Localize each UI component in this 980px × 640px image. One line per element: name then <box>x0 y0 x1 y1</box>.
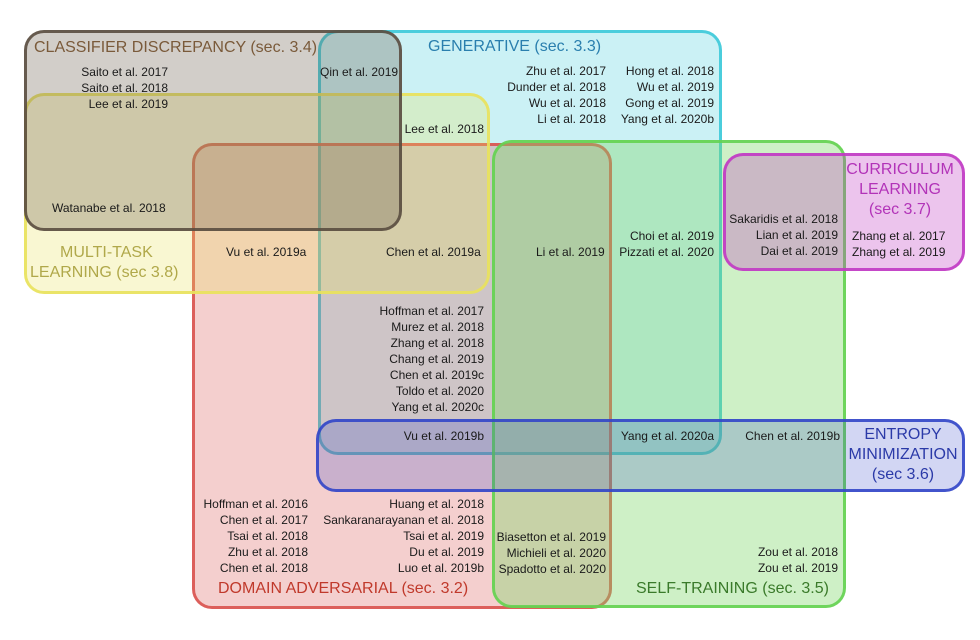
ref-classifier-multitask: Watanabe et al. 2018 <box>52 201 166 215</box>
ref-item: Dai et al. 2019 <box>760 244 838 258</box>
ref-selftraining-entropy: Chen et al. 2019b <box>745 429 840 443</box>
refs-generative-selftraining: Choi et al. 2019 Pizzati et al. 2020 <box>600 228 714 260</box>
refs-domain-only: Hoffman et al. 2016 Chen et al. 2017 Tsa… <box>190 496 308 576</box>
ref-item: Sankaranarayanan et al. 2018 <box>323 513 484 527</box>
title-classifier-discrepancy: CLASSIFIER DISCREPANCY (sec. 3.4) <box>34 39 318 56</box>
ref-item: Yang et al. 2020c <box>391 400 484 414</box>
ref-item: Biasetton et al. 2019 <box>496 530 606 544</box>
ref-item: Luo et al. 2019b <box>397 561 484 575</box>
ref-generative-domain-selftraining: Li et al. 2019 <box>536 245 605 259</box>
ref-item: Tsai et al. 2019 <box>403 529 484 543</box>
title-multi-task-line1: MULTI-TASK <box>60 244 153 261</box>
region-self-training <box>492 140 846 608</box>
ref-item: Zhang et al. 2017 <box>852 229 946 243</box>
title-domain-adversarial: DOMAIN ADVERSARIAL (sec. 3.2) <box>218 580 469 597</box>
title-curriculum-line1: CURRICULUM <box>846 161 954 178</box>
title-curriculum-line2: LEARNING <box>859 181 941 198</box>
ref-item: Michieli et al. 2020 <box>506 546 606 560</box>
ref-item: Huang et al. 2018 <box>389 497 484 511</box>
ref-item: Lian et al. 2019 <box>755 228 838 242</box>
title-curriculum: CURRICULUM LEARNING (sec 3.7) <box>840 160 960 220</box>
ref-item: Chen et al. 2019c <box>389 368 484 382</box>
ref-classifier-generative: Qin et al. 2019 <box>320 65 399 79</box>
refs-domain-col2: Huang et al. 2018 Sankaranarayanan et al… <box>316 496 484 576</box>
ref-generative-multitask: Lee et al. 2018 <box>404 122 484 136</box>
ref-item: Saito et al. 2017 <box>81 65 168 79</box>
ref-item: Chen et al. 2017 <box>219 513 308 527</box>
ref-item: Pizzati et al. 2020 <box>619 245 714 259</box>
ref-item: Gong et al. 2019 <box>625 96 714 110</box>
title-self-training: SELF-TRAINING (sec. 3.5) <box>636 580 829 597</box>
title-entropy: ENTROPY MINIMIZATION (sec 3.6) <box>838 425 968 485</box>
ref-item: Zou et al. 2018 <box>757 545 838 559</box>
region-classifier-discrepancy <box>24 30 402 231</box>
refs-generative-domain: Hoffman et al. 2017 Murez et al. 2018 Zh… <box>340 303 484 415</box>
ref-item: Zou et al. 2019 <box>757 561 838 575</box>
ref-item: Spadotto et al. 2020 <box>498 562 606 576</box>
region-entropy <box>316 419 965 492</box>
refs-generative-col2: Hong et al. 2018 Wu et al. 2019 Gong et … <box>600 63 714 127</box>
ref-item: Chang et al. 2019 <box>389 352 484 366</box>
ref-item: Toldo et al. 2020 <box>395 384 484 398</box>
ref-item: Chen et al. 2018 <box>219 561 308 575</box>
ref-item: Du et al. 2019 <box>409 545 484 559</box>
ref-item: Hong et al. 2018 <box>625 64 714 78</box>
ref-item: Yang et al. 2020b <box>620 112 714 126</box>
title-multi-task-line2: LEARNING (sec 3.8) <box>30 264 179 281</box>
refs-curriculum-selftraining: Sakaridis et al. 2018 Lian et al. 2019 D… <box>724 211 838 259</box>
title-entropy-line3: (sec 3.6) <box>871 466 935 483</box>
title-entropy-line1: ENTROPY <box>864 426 942 443</box>
ref-item: Zhu et al. 2017 <box>525 64 606 78</box>
region-domain-adversarial <box>192 143 612 609</box>
ref-generative-domain-entropy: Vu et al. 2019b <box>403 429 484 443</box>
title-multi-task: MULTI-TASK LEARNING (sec 3.8) <box>30 243 178 283</box>
ref-item: Murez et al. 2018 <box>391 320 484 334</box>
ref-item: Zhang et al. 2019 <box>852 245 946 259</box>
title-entropy-line2: MINIMIZATION <box>848 446 958 463</box>
ref-multitask-domain: Vu et al. 2019a <box>226 245 307 259</box>
ref-item: Wu et al. 2018 <box>528 96 606 110</box>
refs-generative-col1: Zhu et al. 2017 Dunder et al. 2018 Wu et… <box>480 63 606 127</box>
ref-item: Zhang et al. 2018 <box>390 336 484 350</box>
region-multi-task <box>24 93 490 294</box>
refs-selftraining-only: Zou et al. 2018 Zou et al. 2019 <box>730 544 838 576</box>
ref-item: Choi et al. 2019 <box>629 229 714 243</box>
title-curriculum-line3: (sec 3.7) <box>868 201 932 218</box>
region-generative <box>318 30 722 455</box>
refs-classifier-only: Saito et al. 2017 Saito et al. 2018 Lee … <box>60 64 168 112</box>
ref-item: Saito et al. 2018 <box>81 81 168 95</box>
ref-item: Zhu et al. 2018 <box>227 545 308 559</box>
ref-item: Hoffman et al. 2016 <box>203 497 308 511</box>
ref-item: Hoffman et al. 2017 <box>379 304 484 318</box>
ref-multitask-generative-domain: Chen et al. 2019a <box>386 245 481 259</box>
ref-item: Lee et al. 2019 <box>88 97 168 111</box>
ref-item: Dunder et al. 2018 <box>507 80 606 94</box>
title-generative: GENERATIVE (sec. 3.3) <box>428 38 602 55</box>
refs-domain-selftraining: Biasetton et al. 2019 Michieli et al. 20… <box>490 529 606 577</box>
ref-item: Li et al. 2018 <box>537 112 606 126</box>
region-curriculum <box>723 153 965 271</box>
ref-item: Sakaridis et al. 2018 <box>729 212 838 226</box>
ref-item: Wu et al. 2019 <box>636 80 714 94</box>
refs-curriculum-only: Zhang et al. 2017 Zhang et al. 2019 <box>852 228 945 260</box>
ref-item: Tsai et al. 2018 <box>227 529 308 543</box>
ref-generative-selftraining-entropy: Yang et al. 2020a <box>620 429 714 443</box>
